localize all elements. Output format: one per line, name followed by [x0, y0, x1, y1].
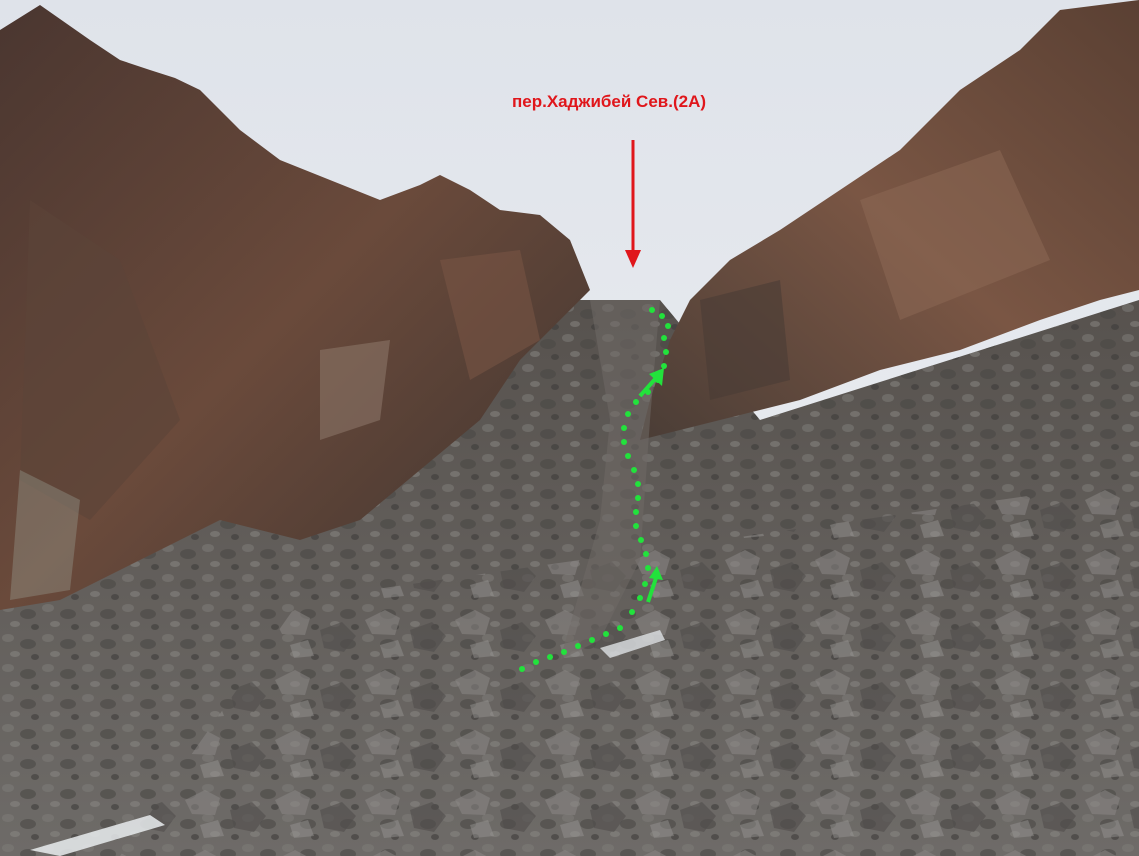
pass-label: пер.Хаджибей Сев.(2А): [512, 92, 707, 111]
